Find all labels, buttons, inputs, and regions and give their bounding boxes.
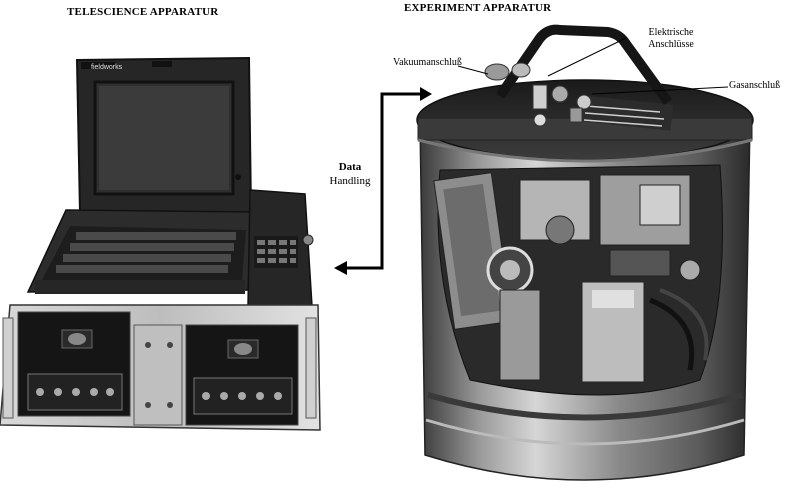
experiment-apparatus bbox=[416, 24, 754, 481]
data-handling-line1: Data bbox=[338, 161, 362, 173]
data-handling-line2: Handling bbox=[329, 175, 371, 187]
vacuum-leader-line bbox=[457, 65, 489, 75]
rack-case bbox=[0, 304, 321, 431]
electrical-line2: Anschlüsse bbox=[648, 39, 694, 50]
laptop-display bbox=[75, 56, 253, 214]
lid-label-plate bbox=[578, 95, 674, 131]
laptop-brand-label: fieldworks bbox=[91, 64, 123, 71]
electrical-connections-label: Elektrische Anschlüsse bbox=[632, 27, 710, 51]
electrical-leader-line bbox=[547, 37, 627, 77]
electrical-line1: Elektrische bbox=[648, 27, 694, 38]
keyboard-keys bbox=[56, 232, 236, 273]
arrowhead-left bbox=[334, 261, 347, 275]
callout-leaders bbox=[457, 37, 729, 95]
gas-leader-line bbox=[591, 86, 729, 95]
telescience-apparatus bbox=[0, 56, 321, 431]
data-handling-arrow bbox=[346, 92, 424, 270]
keypad-module bbox=[247, 189, 314, 307]
experiment-heading: EXPERIMENT APPARATUR bbox=[404, 2, 552, 14]
data-handling-label: Data Handling bbox=[322, 160, 378, 188]
arrowhead-right bbox=[420, 87, 432, 101]
telescience-heading: TELESCIENCE APPARATUR bbox=[67, 6, 219, 18]
gas-connection-label: Gasanschluß bbox=[729, 80, 781, 91]
lid-connectors bbox=[484, 62, 592, 127]
laptop-keyboard-base bbox=[26, 209, 253, 294]
vacuum-connection-label: Vakuumanschluß bbox=[393, 57, 462, 68]
internal-mechanism bbox=[433, 164, 723, 396]
